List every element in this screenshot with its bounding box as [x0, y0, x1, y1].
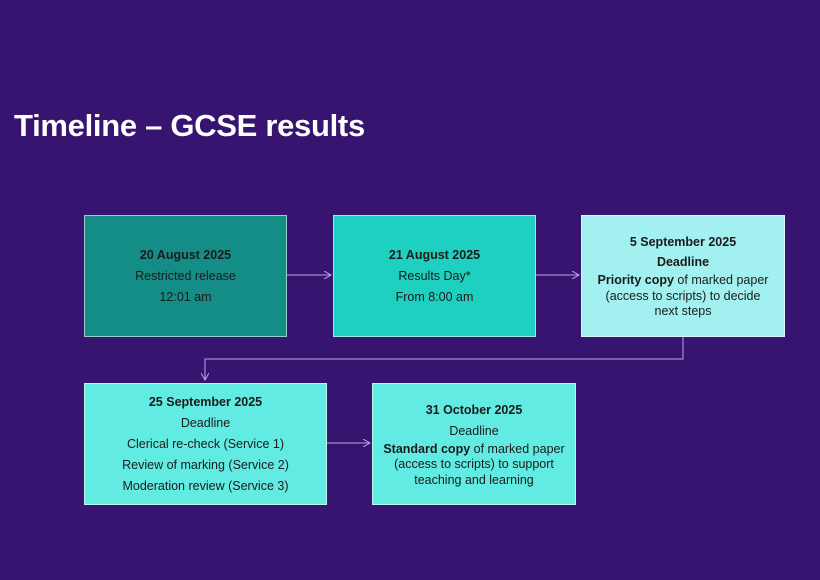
timeline-box-standard-copy: 31 October 2025 Deadline Standard copy o… — [372, 383, 576, 505]
page-title: Timeline – GCSE results — [14, 108, 365, 143]
box-description: Priority copy of marked paper (access to… — [592, 273, 774, 320]
box-date: 21 August 2025 — [388, 247, 481, 262]
box-description-emphasis: Standard copy — [383, 441, 471, 456]
box-label: Deadline — [656, 255, 710, 270]
box-text: Results Day* — [398, 268, 471, 283]
timeline-box-priority-copy: 5 September 2025 Deadline Priority copy … — [581, 215, 785, 337]
service-item: Clerical re-check (Service 1) — [127, 436, 284, 451]
box-label: Deadline — [449, 423, 499, 438]
box-description: Standard copy of marked paper (access to… — [383, 442, 565, 489]
box-description-emphasis: Priority copy — [597, 273, 674, 288]
box-text: 12:01 am — [159, 289, 212, 304]
box-description-text: of marked paper (access to scripts) to d… — [605, 273, 769, 319]
box-text: Restricted release — [135, 268, 236, 283]
arrow-box3-to-box4 — [205, 337, 684, 380]
timeline-box-restricted-release: 20 August 2025 Restricted release 12:01 … — [84, 215, 287, 337]
timeline-box-results-day: 21 August 2025 Results Day* From 8:00 am — [333, 215, 536, 337]
service-item: Review of marking (Service 2) — [122, 457, 289, 472]
box-description-text: of marked paper (access to scripts) to s… — [394, 441, 565, 487]
box-date: 25 September 2025 — [148, 394, 263, 409]
box-date: 20 August 2025 — [139, 247, 232, 262]
box-text: From 8:00 am — [395, 289, 474, 304]
box-label: Deadline — [180, 415, 231, 430]
box-date: 5 September 2025 — [629, 235, 737, 250]
box-date: 31 October 2025 — [425, 402, 523, 417]
service-item: Moderation review (Service 3) — [122, 478, 289, 493]
timeline-box-post-results-services: 25 September 2025 Deadline Clerical re-c… — [84, 383, 327, 505]
